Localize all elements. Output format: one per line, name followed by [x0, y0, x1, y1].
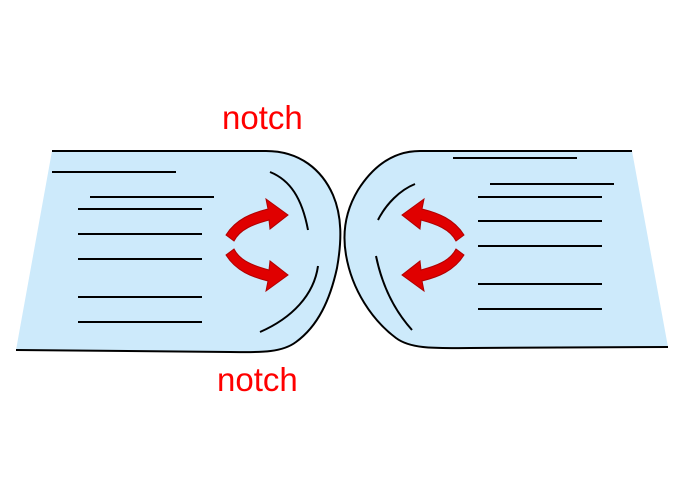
- right-block-body: [344, 151, 668, 349]
- right-layer-lines: [453, 157, 614, 310]
- right-notch-curves: [375, 183, 416, 331]
- right-block-outline: [343, 150, 669, 350]
- left-block-body: [16, 151, 341, 353]
- notch-label-top: notch: [222, 99, 303, 136]
- left-layer-lines: [52, 171, 214, 323]
- right-block: [343, 150, 669, 350]
- left-block-outline: [15, 150, 342, 354]
- notch-label-bottom: notch: [217, 361, 298, 398]
- left-block: [15, 150, 342, 354]
- left-notch-curves: [259, 171, 319, 333]
